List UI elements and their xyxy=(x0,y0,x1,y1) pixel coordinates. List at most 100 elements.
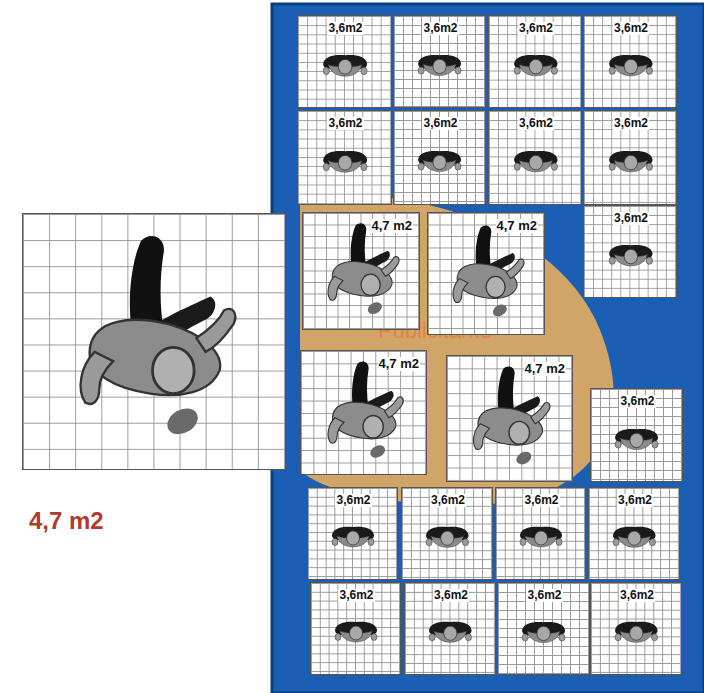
person-arm xyxy=(385,397,404,418)
person-head xyxy=(338,156,352,171)
area-square: 3,6m2 xyxy=(583,110,677,205)
area-label: 3,6m2 xyxy=(613,117,649,130)
person-body xyxy=(90,320,221,395)
area-caption: 4,7 m2 xyxy=(29,507,104,535)
person-icon xyxy=(331,616,381,646)
person-body xyxy=(457,264,517,299)
person-foot xyxy=(368,443,387,461)
person-hand xyxy=(613,539,619,546)
area-label: 3,6m2 xyxy=(617,494,653,507)
area-label: 3,6m2 xyxy=(433,589,469,602)
person-head xyxy=(363,416,383,439)
person-head xyxy=(509,422,530,445)
person-icon xyxy=(319,49,371,80)
person-foot xyxy=(163,403,203,439)
person-hand xyxy=(652,441,658,448)
person-head xyxy=(630,433,643,447)
area-square: 3,6m2 xyxy=(583,15,677,108)
area-square: 3,6m2 xyxy=(297,15,392,108)
area-label: 4,7 m2 xyxy=(524,362,566,376)
person-hand xyxy=(646,163,652,170)
person-hand xyxy=(361,163,367,170)
person-hand xyxy=(455,67,461,74)
area-label: 3,6m2 xyxy=(327,22,363,35)
person-hand xyxy=(646,68,652,75)
person-hand xyxy=(429,634,435,641)
person-hand xyxy=(419,67,425,74)
area-label: 3,6m2 xyxy=(619,589,655,602)
person-body xyxy=(478,408,543,445)
person-icon xyxy=(605,239,657,270)
person-icon xyxy=(611,423,662,454)
person-head xyxy=(624,60,637,74)
area-label: 3,6m2 xyxy=(613,22,649,35)
area-label: 3,6m2 xyxy=(338,589,374,602)
person-head xyxy=(361,274,380,295)
person-head xyxy=(628,532,641,546)
person-head xyxy=(630,627,643,641)
person-icon xyxy=(414,49,465,80)
person-hand xyxy=(609,68,615,75)
person-icon xyxy=(319,145,371,176)
person-hand xyxy=(609,163,615,170)
person-hand xyxy=(646,258,652,265)
person-head xyxy=(444,627,457,641)
area-square: 3,6m2 xyxy=(588,487,680,580)
person-hand xyxy=(559,634,565,641)
area-label: 3,6m2 xyxy=(335,494,371,507)
area-square: 3,6m2 xyxy=(297,110,392,205)
area-square-large: 4,7 m2 xyxy=(302,212,420,330)
walking-person xyxy=(453,362,567,476)
person-body xyxy=(333,402,397,439)
person-hand xyxy=(615,634,621,641)
area-label: 3,6m2 xyxy=(523,494,559,507)
area-square-large: 4,7 m2 xyxy=(300,350,427,475)
person-head xyxy=(441,532,454,546)
person-head xyxy=(537,627,550,641)
area-label: 3,6m2 xyxy=(327,117,363,130)
person-hand xyxy=(371,634,377,641)
area-label: 4,7 m2 xyxy=(371,219,413,233)
person-icon xyxy=(510,145,562,176)
person-head xyxy=(153,347,195,393)
area-square-large: 4,7 m2 xyxy=(22,213,286,470)
area-square-large: 4,7 m2 xyxy=(446,355,573,482)
area-label: 4,7 m2 xyxy=(496,219,538,233)
person-foot xyxy=(514,449,534,467)
area-square: 3,6m2 xyxy=(393,110,486,205)
area-square: 3,6m2 xyxy=(590,582,682,675)
person-hand xyxy=(551,163,557,170)
area-square: 3,6m2 xyxy=(404,582,496,675)
person-arm xyxy=(328,276,343,300)
person-hand xyxy=(520,539,526,546)
person-arm xyxy=(531,403,550,424)
area-square: 3,6m2 xyxy=(488,15,582,108)
person-arm xyxy=(453,279,468,303)
area-label: 3,6m2 xyxy=(518,22,554,35)
person-hand xyxy=(332,539,338,546)
person-hand xyxy=(616,441,622,448)
person-arm xyxy=(81,352,114,404)
area-square: 3,6m2 xyxy=(310,582,401,675)
person-hand xyxy=(556,539,562,546)
area-label: 3,6m2 xyxy=(518,117,554,130)
person-icon xyxy=(414,145,465,176)
area-label: 3,6m2 xyxy=(422,117,458,130)
person-head xyxy=(350,626,363,640)
person-icon xyxy=(605,49,657,80)
person-head xyxy=(529,60,542,74)
person-icon xyxy=(611,616,662,646)
person-head xyxy=(338,60,352,75)
person-head xyxy=(433,155,446,169)
person-hand xyxy=(426,539,432,546)
area-square: 3,6m2 xyxy=(401,487,493,580)
person-hand xyxy=(650,539,656,546)
walking-person xyxy=(36,227,274,458)
person-body xyxy=(332,262,392,297)
person-hand xyxy=(368,539,374,546)
area-label: 3,6m2 xyxy=(613,212,649,225)
person-arm xyxy=(474,424,490,450)
person-arm xyxy=(381,257,399,277)
person-icon xyxy=(425,616,476,646)
area-square: 3,6m2 xyxy=(393,15,486,108)
